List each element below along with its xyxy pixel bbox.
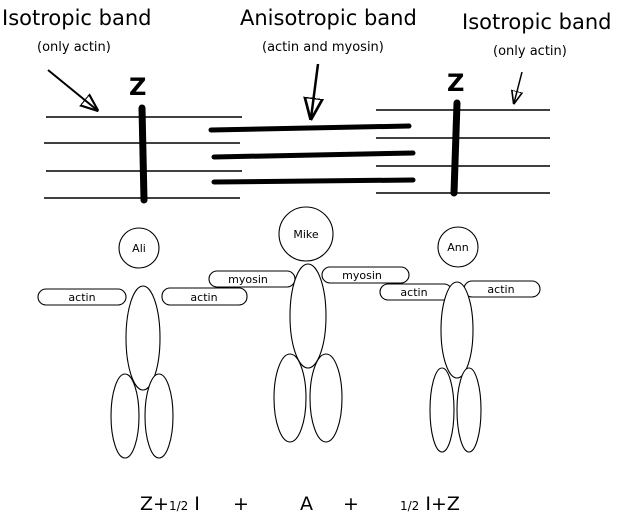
figure-ann (379, 226, 541, 453)
ann-left-arm-label: actin (400, 286, 427, 299)
mike-head (278, 206, 334, 262)
arrow-left-band (47, 69, 97, 110)
ann-left-leg (429, 367, 455, 453)
arrow-right-band (514, 71, 522, 103)
ali-right-arm (161, 287, 248, 306)
formula-right-term: 1/2 I+Z (400, 493, 460, 515)
anisotropic-band-title: Anisotropic band (240, 6, 417, 30)
ali-name: Ali (132, 242, 146, 255)
ann-right-arm-label: actin (487, 283, 514, 296)
ali-left-arm-label: actin (68, 291, 95, 304)
ali-right-arm-label: actin (190, 291, 217, 304)
arrow-center-band (311, 63, 318, 118)
z-line-right-label: Z (447, 69, 465, 97)
mike-right-leg (309, 353, 343, 443)
figure-mike (208, 206, 410, 443)
ann-body (440, 281, 474, 379)
mike-body (289, 263, 327, 369)
mike-left-leg (273, 353, 307, 443)
ann-right-leg (456, 367, 482, 453)
z-line-left-label: Z (129, 73, 147, 101)
isotropic-band-left-subtitle: (only actin) (37, 40, 111, 55)
ann-name: Ann (447, 241, 468, 254)
myosin-filaments (208, 123, 416, 185)
isotropic-band-left-title: Isotropic band (2, 6, 152, 30)
mike-right-arm-label: myosin (342, 269, 382, 282)
ali-head (118, 227, 160, 269)
figure-ali (37, 227, 248, 459)
isotropic-band-right-subtitle: (only actin) (493, 44, 567, 59)
isotropic-band-right-title: Isotropic band (462, 10, 612, 34)
ali-right-leg (144, 373, 174, 459)
mike-left-arm-label: myosin (228, 273, 268, 286)
z-line-left (138, 104, 148, 204)
formula-plus-1: + (233, 493, 249, 515)
actin-filaments-right (376, 109, 550, 194)
z-line-right (450, 99, 461, 197)
ali-left-leg (110, 373, 140, 459)
ann-head (437, 226, 479, 268)
mike-right-arm (321, 266, 410, 284)
ali-left-arm (37, 288, 127, 306)
formula-plus-2: + (343, 493, 359, 515)
ali-body (125, 285, 161, 391)
mike-name: Mike (293, 228, 319, 241)
anisotropic-band-subtitle: (actin and myosin) (262, 40, 384, 55)
formula-left-term: Z+1/2 I (140, 493, 200, 515)
formula-center-term: A (300, 493, 313, 515)
